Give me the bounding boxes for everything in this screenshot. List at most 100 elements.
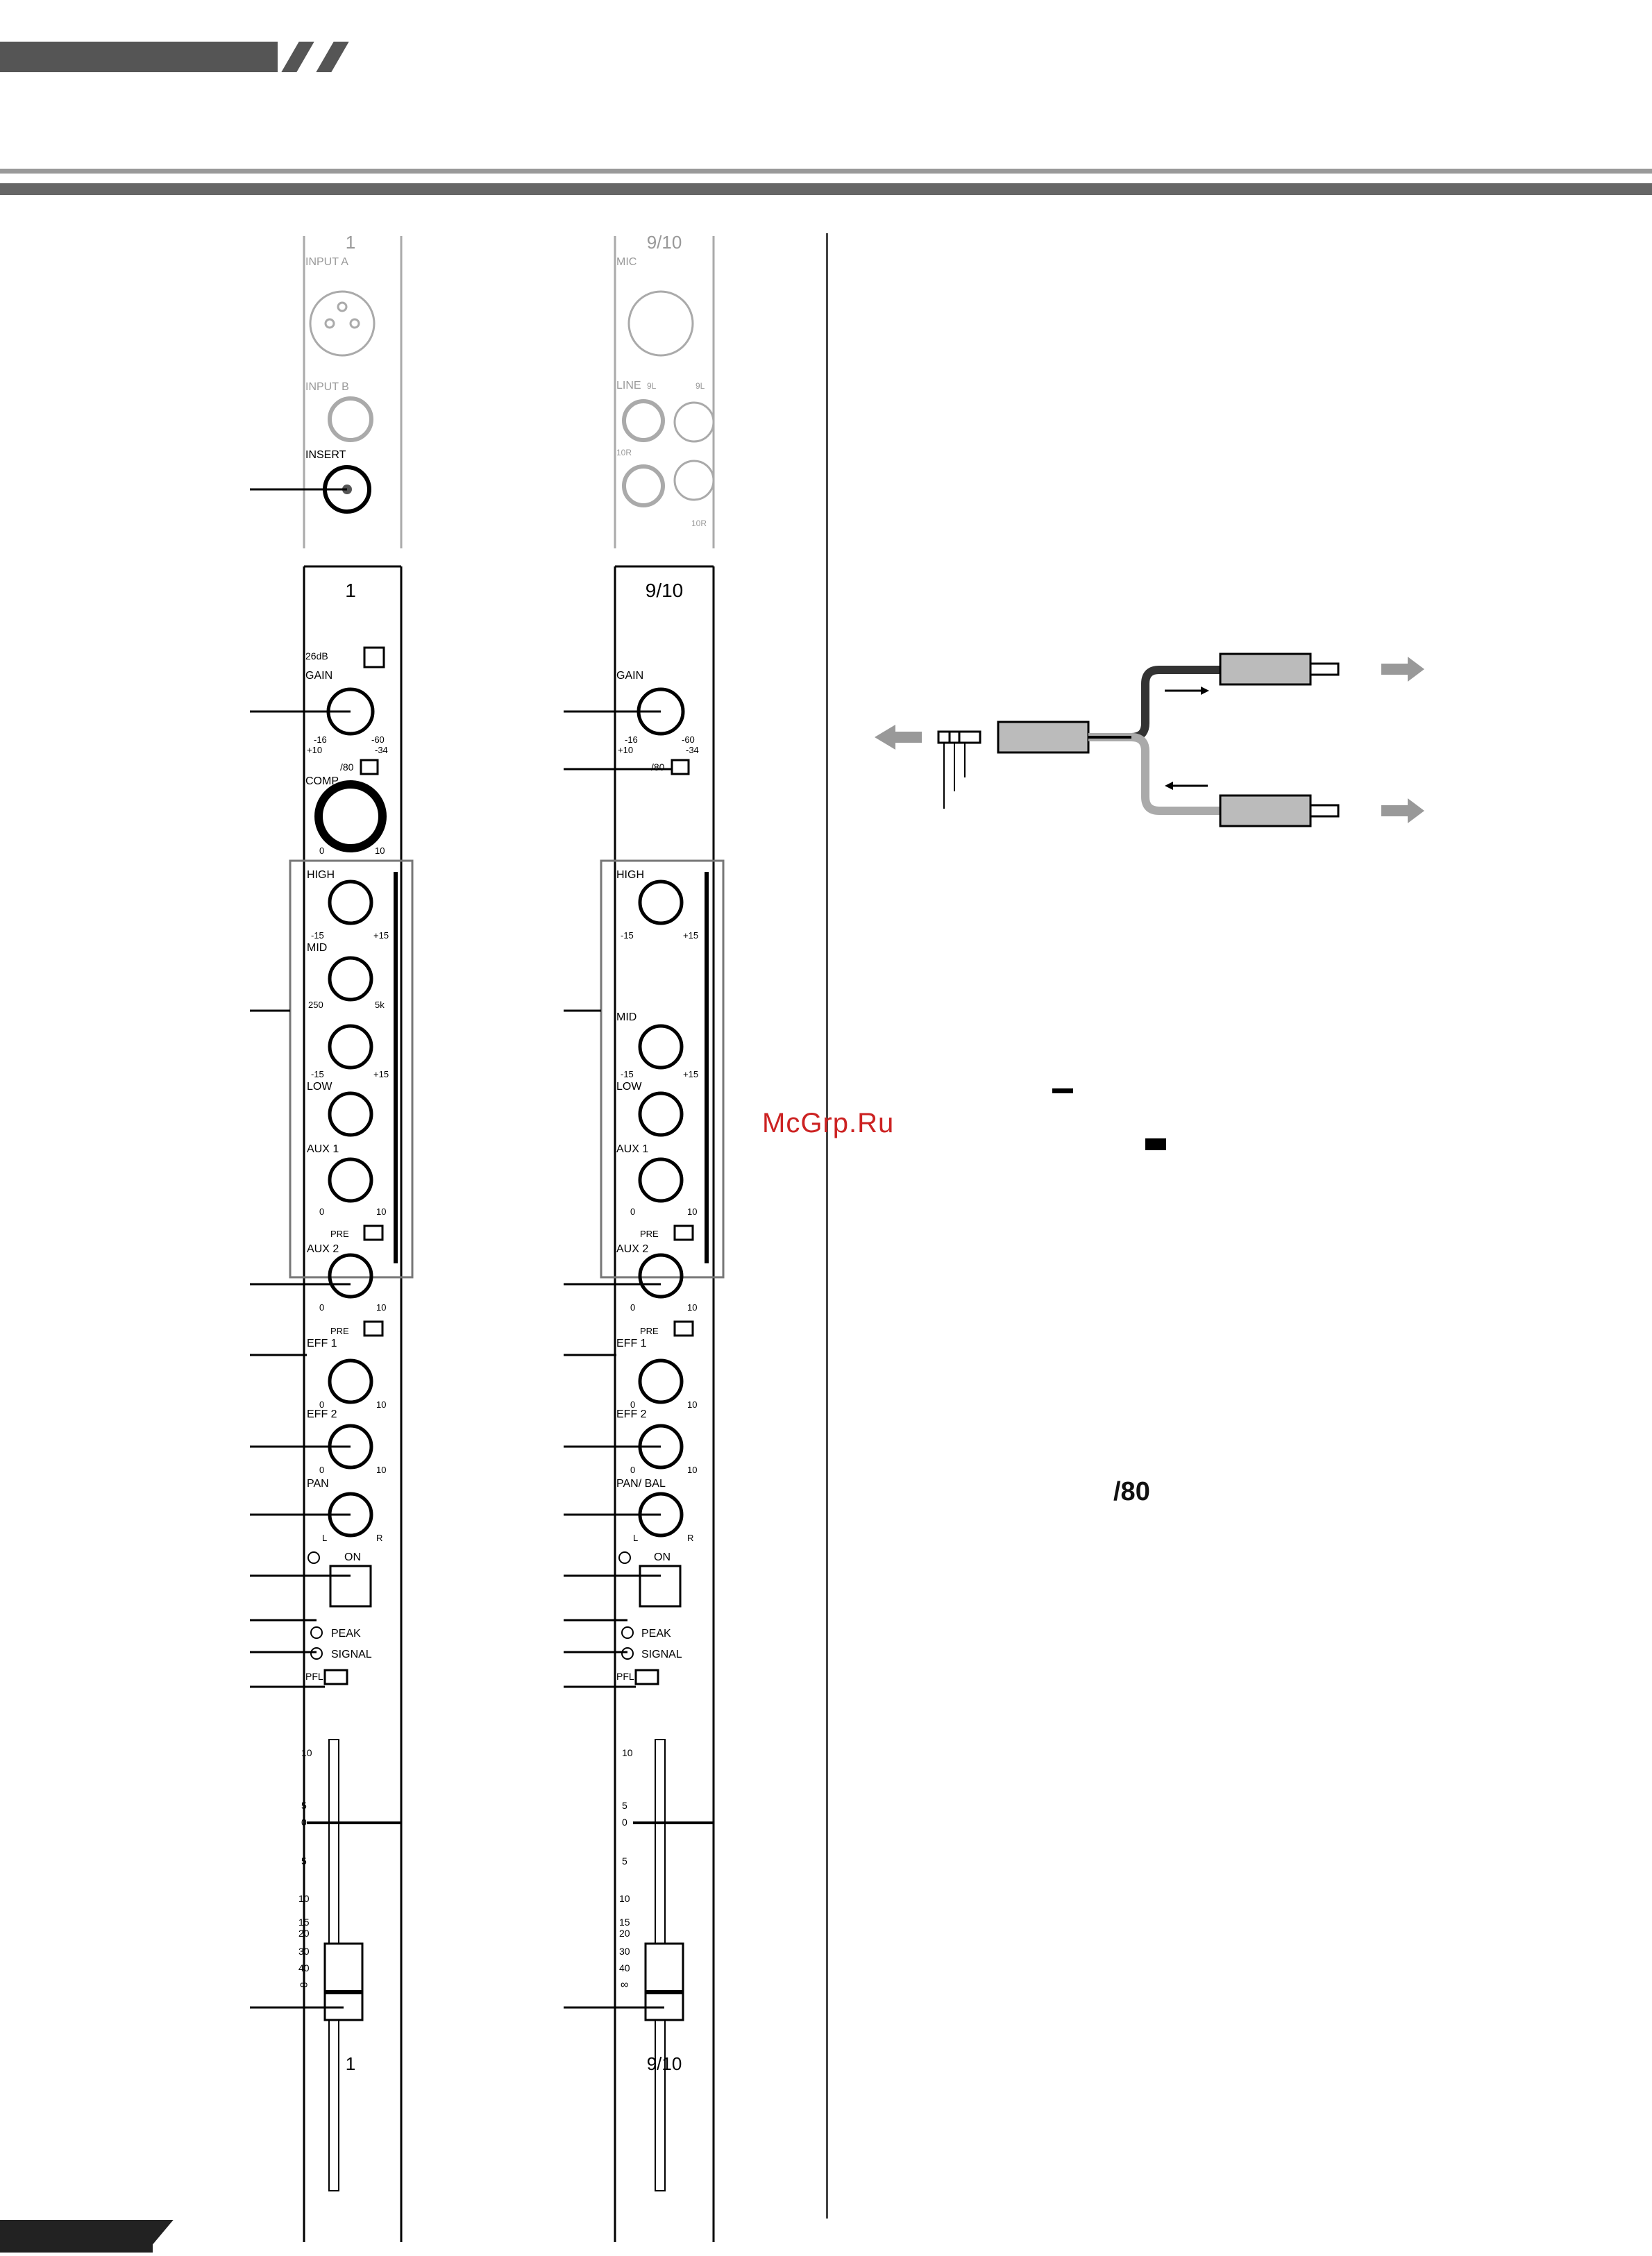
strip2-aux2-label: AUX 2: [616, 1243, 648, 1255]
aux2-pre-switch[interactable]: [673, 1320, 694, 1337]
strip1-low-label: LOW: [307, 1081, 332, 1093]
phone-input-b-jack[interactable]: [328, 396, 373, 442]
line-9l-phone-jack[interactable]: [622, 399, 665, 442]
pad-26db-switch[interactable]: [363, 646, 385, 668]
strip2-top-number: 9/10: [647, 232, 682, 253]
strip2-mid-label: MID: [616, 1011, 637, 1023]
strip1-high-label: HIGH: [307, 869, 335, 881]
strip2-on-label: ON: [654, 1551, 671, 1563]
svg-text:0: 0: [319, 1399, 324, 1410]
svg-text:40: 40: [298, 1962, 310, 1973]
svg-text:0: 0: [630, 1302, 635, 1313]
on-led: [307, 1551, 320, 1564]
svg-text:L: L: [633, 1533, 638, 1543]
svg-text:0: 0: [319, 1302, 324, 1313]
xlr-input-a-jack[interactable]: [309, 290, 376, 357]
hpf-switch[interactable]: [360, 759, 379, 775]
line-10r-phone-jack[interactable]: [622, 464, 665, 507]
svg-text:10: 10: [622, 1747, 633, 1758]
header-rule-thick: [0, 183, 1652, 195]
svg-text:∞: ∞: [300, 1979, 307, 1991]
svg-text:10: 10: [376, 1465, 386, 1475]
eff1-knob[interactable]: [638, 1358, 684, 1404]
strip2-low-label: LOW: [616, 1081, 642, 1093]
svg-text:5: 5: [622, 1800, 627, 1811]
svg-text:L: L: [322, 1533, 327, 1543]
svg-text:250: 250: [308, 1000, 323, 1010]
pfl-button[interactable]: [323, 1669, 348, 1685]
svg-text:PFL: PFL: [305, 1671, 323, 1682]
strip2-high-label: HIGH: [616, 869, 644, 881]
svg-text:-34: -34: [375, 745, 388, 755]
pfl-button[interactable]: [634, 1669, 659, 1685]
svg-text:+15: +15: [373, 1069, 389, 1079]
svg-text:10: 10: [301, 1747, 312, 1758]
strip1-hpf-label: /80: [340, 761, 354, 773]
eq-section-box: [600, 859, 725, 1279]
mid-eq-knob[interactable]: [638, 1024, 684, 1070]
line-10r-rca-jack[interactable]: [673, 460, 715, 501]
strip1-signal-label: SIGNAL: [331, 1649, 372, 1660]
aux1-pre-switch[interactable]: [363, 1224, 384, 1241]
svg-text:+10: +10: [618, 745, 633, 755]
svg-text:9L: 9L: [647, 381, 657, 391]
watermark: McGrp.Ru: [762, 1108, 895, 1138]
svg-text:+15: +15: [683, 930, 698, 941]
strip1-comp-label: COMP: [305, 775, 339, 787]
mid-gain-knob[interactable]: [328, 1024, 373, 1070]
mic-xlr-jack[interactable]: [627, 290, 694, 357]
svg-text:30: 30: [298, 1946, 310, 1957]
column-divider: [826, 233, 828, 2219]
aux1-knob[interactable]: [328, 1157, 373, 1203]
low-eq-knob[interactable]: [328, 1091, 373, 1137]
svg-text:10R: 10R: [616, 448, 632, 457]
svg-text:0: 0: [630, 1399, 635, 1410]
svg-text:9L: 9L: [696, 381, 705, 391]
eq-section-box: [289, 859, 414, 1279]
hpf-symbol-text: /80: [1113, 1477, 1150, 1507]
svg-text:-60: -60: [371, 734, 385, 745]
aux1-knob[interactable]: [638, 1157, 684, 1203]
strip2-eff1-label: EFF 1: [616, 1338, 647, 1349]
arrow-right-icon: [1381, 798, 1424, 823]
strip1-eff2-label: EFF 2: [307, 1408, 337, 1420]
strip2-eff2-label: EFF 2: [616, 1408, 647, 1420]
svg-text:PRE: PRE: [640, 1229, 659, 1239]
strip1-pad-label: 26dB: [305, 650, 328, 662]
low-eq-knob[interactable]: [638, 1091, 684, 1137]
strip1-top-number: 1: [346, 232, 355, 253]
svg-text:-16: -16: [314, 734, 327, 745]
aux2-knob[interactable]: [638, 1253, 684, 1299]
hpf-switch[interactable]: [671, 759, 690, 775]
svg-text:-15: -15: [311, 930, 324, 941]
strip2-header-number: 9/10: [646, 580, 684, 601]
svg-text:-15: -15: [621, 1069, 634, 1079]
strip2-hpf-label: /80: [651, 761, 665, 773]
aux2-knob[interactable]: [328, 1253, 373, 1299]
aux2-pre-switch[interactable]: [363, 1320, 384, 1337]
svg-text:0: 0: [622, 1817, 627, 1828]
mid-freq-knob[interactable]: [328, 956, 373, 1002]
high-eq-knob[interactable]: [328, 879, 373, 925]
svg-text:-15: -15: [621, 930, 634, 941]
aux1-pre-switch[interactable]: [673, 1224, 694, 1241]
strip2-peak-label: PEAK: [641, 1628, 671, 1640]
strip1-header-number: 1: [345, 580, 356, 601]
strip2-gain-label: GAIN: [616, 670, 643, 682]
strip1-input-a: INPUT A: [305, 256, 348, 268]
high-eq-knob[interactable]: [638, 879, 684, 925]
strip1-aux2-label: AUX 2: [307, 1243, 339, 1255]
strip2-aux1-label: AUX 1: [616, 1143, 648, 1155]
ts-plug-send-body: [1219, 653, 1312, 686]
trs-plug-body: [997, 721, 1090, 754]
comp-knob[interactable]: [314, 780, 387, 852]
button-up-symbol: [1052, 1088, 1073, 1093]
on-button[interactable]: [639, 1565, 682, 1608]
on-button[interactable]: [329, 1565, 372, 1608]
eff1-knob[interactable]: [328, 1358, 373, 1404]
svg-text:10: 10: [298, 1893, 310, 1904]
line-9l-rca-jack[interactable]: [673, 401, 715, 443]
channel-strip-9-10: 9/10 MIC LINE 9L 9L 10R 10R 9/10 GAIN -1…: [564, 232, 725, 2242]
svg-text:+10: +10: [307, 745, 322, 755]
svg-text:10: 10: [619, 1893, 630, 1904]
